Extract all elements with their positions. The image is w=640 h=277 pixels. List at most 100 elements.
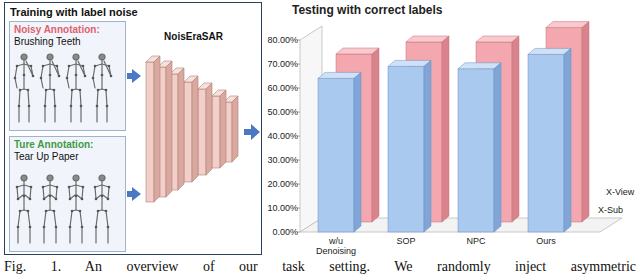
- x-view-bars-part: [476, 36, 519, 222]
- network-layers-part-part: [158, 67, 166, 197]
- network-layers-part: [184, 76, 198, 182]
- arrow-head: [132, 69, 141, 83]
- tick-label: 0.00%: [254, 226, 298, 238]
- network-layers-part-part: [178, 68, 184, 190]
- skeleton-sequence-part: [16, 175, 33, 243]
- series-label: X-View: [606, 186, 638, 198]
- tick-label: 70.00%: [254, 58, 298, 70]
- network-layers-part: [146, 56, 160, 202]
- action-name: Tear Up Paper: [14, 151, 121, 163]
- category-label: SOP: [378, 236, 434, 246]
- x-sub-bars-part: [528, 48, 571, 232]
- sample-panel: Ture Annotation:Tear Up Paper: [9, 136, 126, 252]
- category-label: Ours: [518, 236, 574, 246]
- arrow-shaft: [127, 191, 133, 197]
- skeleton-sequence-part: [68, 175, 85, 243]
- training-panel: Training with label noiseNoisy Annotatio…: [4, 2, 262, 255]
- arrow-head: [132, 187, 141, 201]
- panel-title: Training with label noise: [10, 6, 256, 19]
- output-arrow-part: [244, 124, 260, 140]
- network-layers-part-part: [146, 56, 160, 62]
- network-layers-part: [212, 90, 226, 168]
- x-view-bars-part: [546, 22, 589, 222]
- skeleton-sequence: [16, 175, 111, 243]
- network-layers-part-part: [198, 89, 206, 175]
- output-arrow: [244, 124, 260, 140]
- x-sub-bars-part-part: [388, 66, 424, 232]
- x-view-bars-part-part: [406, 42, 442, 222]
- network-layers-part-part: [184, 82, 192, 182]
- x-view-bars-part-part: [336, 48, 379, 54]
- true-annotation-label: Ture Annotation:: [14, 139, 121, 151]
- tick-label: 20.00%: [254, 178, 298, 190]
- connector-arrow: [127, 187, 141, 201]
- network-layers-part-part: [206, 83, 212, 175]
- network-layers-part-part: [224, 102, 232, 162]
- x-sub-bars-part-part: [494, 63, 501, 232]
- skeleton-sequence-part: [94, 175, 111, 243]
- category-label: NPC: [448, 236, 504, 246]
- category-label: w/u Denoising: [308, 236, 364, 256]
- network-layers-part-part: [170, 74, 178, 190]
- network-layers-part-part: [192, 76, 198, 182]
- connector-arrow: [127, 69, 141, 83]
- network-layers-part-part: [166, 61, 172, 197]
- network-layers-part-part: [184, 76, 198, 82]
- series-label: X-Sub: [598, 204, 634, 216]
- x-sub-bars-part-part: [318, 78, 354, 232]
- skeleton-sequence-part: [40, 54, 61, 122]
- x-view-bars-part-part: [442, 36, 449, 222]
- skeleton-sequence-part: [42, 175, 59, 243]
- figure-caption: Fig. 1. An overview of our task setting.…: [4, 259, 636, 275]
- x-sub-bars-part-part: [528, 54, 564, 232]
- network-layers-part-part: [154, 56, 160, 202]
- x-sub-bars-part-part: [318, 72, 361, 78]
- x-sub-bars-part-part: [564, 48, 571, 232]
- network-layers-part-part: [212, 96, 220, 168]
- x-sub-bars-part: [318, 72, 361, 232]
- sample-panel: Noisy Annotation:Brushing Teeth: [9, 21, 126, 131]
- network-layers-part-part: [220, 90, 226, 168]
- x-view-bars-part-part: [582, 22, 589, 222]
- chart-frame-part: [300, 26, 322, 232]
- chart-title: Testing with correct labels: [292, 4, 492, 16]
- network-layers-part: [170, 68, 184, 190]
- x-view-bars-part-part: [546, 28, 582, 222]
- x-view-bars-part-part: [476, 42, 512, 222]
- x-sub-bars: [318, 48, 571, 232]
- action-name: Brushing Teeth: [14, 36, 121, 48]
- x-view-bars: [336, 22, 589, 222]
- x-view-bars-part-part: [406, 36, 449, 42]
- x-view-bars-part: [406, 36, 449, 222]
- x-sub-bars-part-part: [458, 69, 494, 232]
- chart-frame-part: [300, 218, 622, 232]
- tick-label: 50.00%: [254, 106, 298, 118]
- network-layers-part-part: [212, 90, 226, 96]
- network-layers-part: [158, 61, 172, 197]
- x-view-bars-part-part: [336, 54, 372, 222]
- x-view-bars-part: [336, 48, 379, 222]
- x-sub-bars-part-part: [354, 72, 361, 232]
- network-layers-part-part: [224, 96, 238, 102]
- network-layers-part: [224, 96, 238, 162]
- skeleton-sequence-part: [14, 54, 35, 122]
- tick-label: 10.00%: [254, 202, 298, 214]
- network-layers-part-part: [146, 62, 154, 202]
- x-sub-bars-part-part: [528, 48, 571, 54]
- skeleton-sequence-part: [92, 54, 113, 122]
- x-view-bars-part-part: [512, 36, 519, 222]
- network-layers-part-part: [170, 68, 184, 74]
- network-layers-part-part: [158, 61, 172, 67]
- x-sub-bars-part-part: [424, 60, 431, 232]
- tick-label: 60.00%: [254, 82, 298, 94]
- network-layers-part-part: [232, 96, 238, 162]
- tick-label: 30.00%: [254, 154, 298, 166]
- skeleton-sequence-part: [66, 54, 87, 122]
- x-sub-bars-part: [458, 63, 501, 232]
- x-view-bars-part-part: [372, 48, 379, 222]
- tick-label: 40.00%: [254, 130, 298, 142]
- network-name: NoisEraSAR: [141, 31, 246, 43]
